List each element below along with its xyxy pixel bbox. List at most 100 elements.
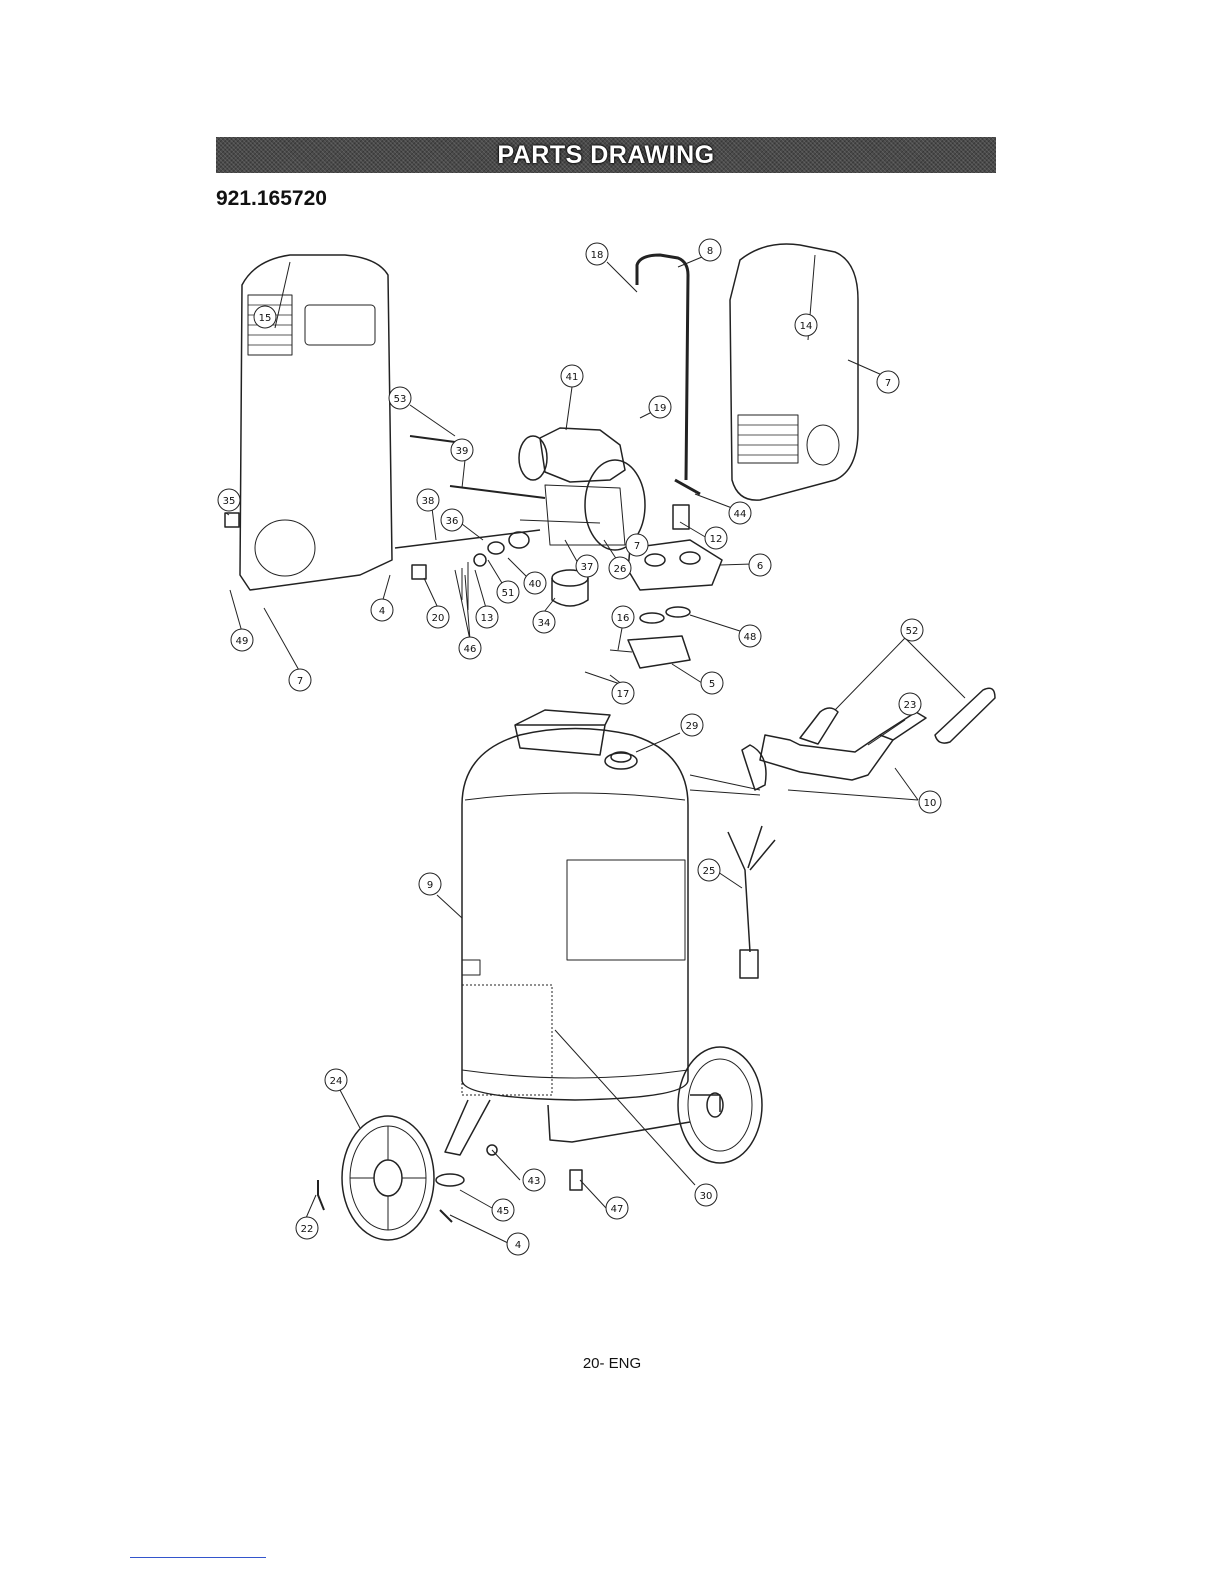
svg-text:47: 47 <box>611 1204 624 1215</box>
svg-text:51: 51 <box>502 588 515 599</box>
shroud-left <box>225 255 392 590</box>
callout-10: 10 <box>919 791 941 813</box>
svg-text:7: 7 <box>634 541 640 552</box>
callout-40: 40 <box>524 572 546 594</box>
callout-8: 8 <box>699 239 721 261</box>
callout-45: 45 <box>492 1199 514 1221</box>
svg-text:53: 53 <box>394 394 407 405</box>
callout-4-top: 4 <box>371 599 393 621</box>
callout-6: 6 <box>749 554 771 576</box>
svg-text:4: 4 <box>379 606 385 617</box>
power-cord <box>728 826 775 978</box>
callout-19: 19 <box>649 396 671 418</box>
callout-20: 20 <box>427 606 449 628</box>
callout-12: 12 <box>705 527 727 549</box>
callout-38: 38 <box>417 489 439 511</box>
svg-text:26: 26 <box>614 564 627 575</box>
svg-text:36: 36 <box>446 516 459 527</box>
callout-35: 35 <box>218 489 240 511</box>
svg-text:49: 49 <box>236 636 249 647</box>
callout-24: 24 <box>325 1069 347 1091</box>
tank <box>445 710 720 1155</box>
left-wheel <box>342 1116 434 1240</box>
callout-39: 39 <box>451 439 473 461</box>
callout-51: 51 <box>497 581 519 603</box>
svg-text:4: 4 <box>515 1240 521 1251</box>
callout-5: 5 <box>701 672 723 694</box>
svg-text:22: 22 <box>301 1224 314 1235</box>
callout-7-right: 7 <box>877 371 899 393</box>
callout-13: 13 <box>476 606 498 628</box>
svg-text:43: 43 <box>528 1176 541 1187</box>
svg-text:34: 34 <box>538 618 551 629</box>
callout-34: 34 <box>533 611 555 633</box>
callout-16: 16 <box>612 606 634 628</box>
svg-text:23: 23 <box>904 700 917 711</box>
callout-7-mid: 7 <box>626 534 648 556</box>
callout-43: 43 <box>523 1169 545 1191</box>
svg-text:41: 41 <box>566 372 579 383</box>
callout-49: 49 <box>231 629 253 651</box>
callout-4-bottom: 4 <box>507 1233 529 1255</box>
svg-text:45: 45 <box>497 1206 510 1217</box>
svg-text:15: 15 <box>259 313 272 324</box>
shroud-right <box>730 244 858 500</box>
svg-text:7: 7 <box>885 378 891 389</box>
svg-text:14: 14 <box>800 321 813 332</box>
motor-pump <box>519 428 645 550</box>
svg-text:30: 30 <box>700 1191 713 1202</box>
svg-text:25: 25 <box>703 866 716 877</box>
callout-36: 36 <box>441 509 463 531</box>
svg-text:9: 9 <box>427 880 433 891</box>
callout-9: 9 <box>419 873 441 895</box>
callout-18: 18 <box>586 243 608 265</box>
svg-text:46: 46 <box>464 644 477 655</box>
callout-37: 37 <box>576 555 598 577</box>
callout-26: 26 <box>609 557 631 579</box>
callout-41: 41 <box>561 365 583 387</box>
svg-text:48: 48 <box>744 632 757 643</box>
svg-text:40: 40 <box>529 579 542 590</box>
svg-text:13: 13 <box>481 613 494 624</box>
outlet-tube <box>637 255 688 480</box>
svg-text:10: 10 <box>924 798 937 809</box>
callout-30: 30 <box>695 1184 717 1206</box>
callout-labels: 53 39 38 36 37 26 40 51 34 20 13 46 15 3… <box>218 239 941 1255</box>
callout-23: 23 <box>899 693 921 715</box>
bottom-rule <box>130 1557 266 1558</box>
callout-14: 14 <box>795 314 817 336</box>
svg-text:12: 12 <box>710 534 723 545</box>
svg-text:6: 6 <box>757 561 763 572</box>
svg-text:24: 24 <box>330 1076 343 1087</box>
svg-text:17: 17 <box>617 689 630 700</box>
svg-text:44: 44 <box>734 509 747 520</box>
callout-48: 48 <box>739 625 761 647</box>
svg-text:19: 19 <box>654 403 667 414</box>
callout-52: 52 <box>901 619 923 641</box>
svg-text:52: 52 <box>906 626 919 637</box>
svg-text:20: 20 <box>432 613 445 624</box>
svg-text:29: 29 <box>686 721 699 732</box>
callout-44: 44 <box>729 502 751 524</box>
callout-46: 46 <box>459 637 481 659</box>
svg-text:18: 18 <box>591 250 604 261</box>
svg-text:8: 8 <box>707 246 713 257</box>
callout-25: 25 <box>698 859 720 881</box>
callout-53: 53 <box>389 387 411 409</box>
svg-text:7: 7 <box>297 676 303 687</box>
svg-text:38: 38 <box>422 496 435 507</box>
svg-text:16: 16 <box>617 613 630 624</box>
callout-7-left: 7 <box>289 669 311 691</box>
callout-15: 15 <box>254 306 276 328</box>
callout-29: 29 <box>681 714 703 736</box>
page-number: 20- ENG <box>0 1355 1224 1372</box>
svg-text:39: 39 <box>456 446 469 457</box>
svg-text:35: 35 <box>223 496 236 507</box>
svg-text:37: 37 <box>581 562 594 573</box>
callout-47: 47 <box>606 1197 628 1219</box>
leader-lines <box>226 255 965 1243</box>
callout-17: 17 <box>612 682 634 704</box>
handle <box>690 688 995 795</box>
callout-22: 22 <box>296 1217 318 1239</box>
